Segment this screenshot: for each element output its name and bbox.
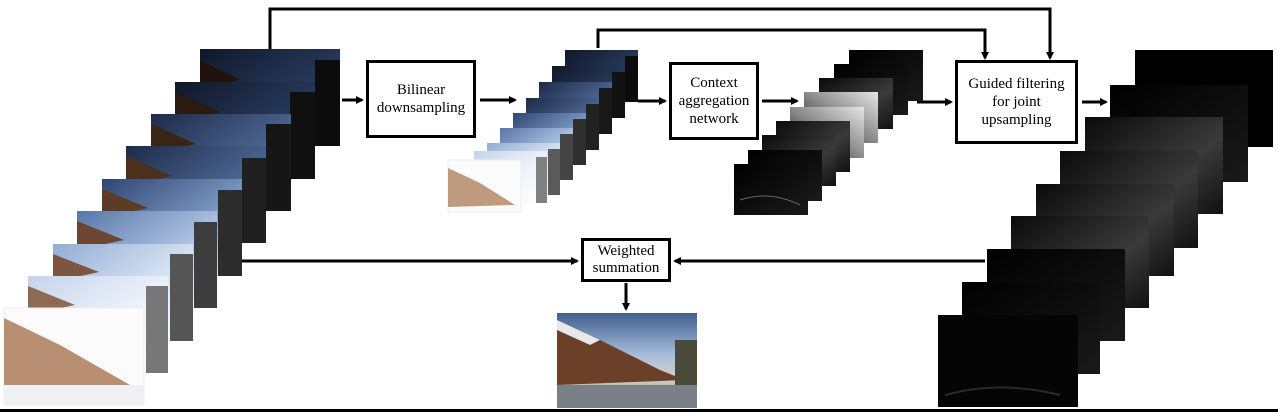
fused-output-image: [557, 313, 697, 408]
low-res-weight-stack: [734, 50, 923, 215]
input-image-stack: [3, 49, 340, 406]
context-aggregation-network-box: Context aggregation network: [669, 62, 759, 140]
downsampled-image-9: [447, 159, 522, 213]
downsampled-image-stack: [447, 50, 638, 213]
weighted-summation-box: Weighted summation: [581, 238, 671, 282]
full-res-weight-9: [938, 315, 1078, 407]
bilinear-downsampling-box: Bilinear downsampling: [366, 60, 476, 138]
connector-lines: [240, 7, 1108, 311]
full-res-weight-stack: [938, 50, 1273, 407]
low-res-weight-9: [734, 164, 808, 215]
input-image-9: [3, 307, 145, 406]
skip-line-input-to-guided: [268, 7, 1054, 60]
skip-line-downsampled-to-guided: [596, 28, 989, 60]
guided-filtering-box: Guided filtering for joint upsampling: [955, 60, 1078, 144]
bottom-divider: [0, 409, 1278, 412]
